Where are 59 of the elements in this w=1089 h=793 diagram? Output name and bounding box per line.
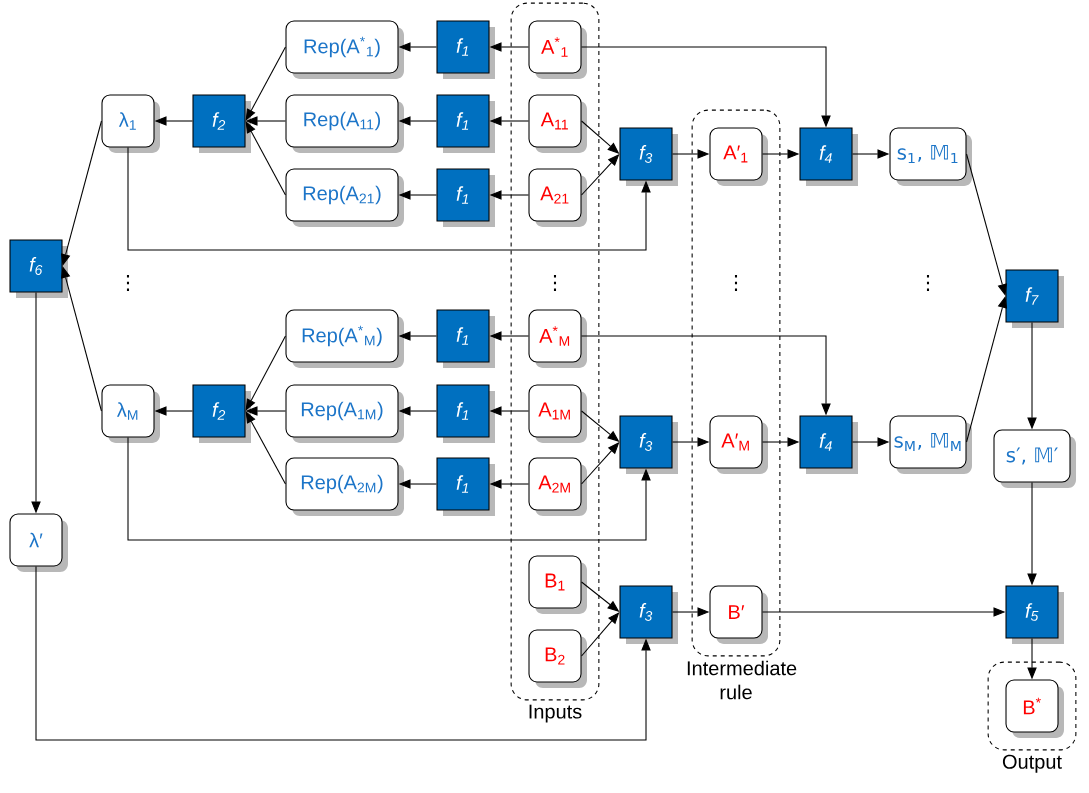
representation-box: Rep(A$^{*}$$_{M}$) [285,309,404,368]
arrow [245,335,286,411]
ellipsis-dots: ⋮ [734,274,738,292]
representation-box: Rep(A$_{21}$) [285,168,404,227]
function-box: f$_{2}$ [192,384,251,443]
function-box: f$_{2}$ [192,94,251,153]
function-box: f$_{3}$ [619,585,678,644]
node-label: Output [1002,754,1062,773]
arrow [245,46,286,121]
arrow [245,411,286,485]
function-box: f$_{7}$ [1005,269,1064,328]
rule-box: A$^{*}$1 [528,20,587,79]
function-box: f$_{4}$ [799,415,858,474]
function-box: f$_{1}$ [436,94,495,153]
rule-box: A$_{2M}$ [528,457,587,516]
ellipsis-dots: ⋮ [553,274,557,292]
rule-box: A$_{11}$ [528,94,587,153]
function-box: f$_{1}$ [436,384,495,443]
rule-box: A$_{21}$ [528,168,587,227]
variable-box: λ$_{M}$ [101,384,160,443]
function-box: f$_{4}$ [799,127,858,186]
variable-box: λ′ [9,513,68,572]
arrow [966,153,1007,296]
rule-box: B$^{*}$ [1005,679,1064,738]
function-box: f$_{1}$ [436,168,495,227]
arrow [61,266,102,412]
rule-box: A$_{1M}$ [528,384,587,443]
function-box: f$_{1}$ [436,20,495,79]
variable-box: λ$_{1}$ [101,94,160,153]
ellipsis-dots: ⋮ [926,274,930,292]
rule-box: A′$_{M}$ [709,415,768,474]
arrow [245,121,286,196]
rule-box: B$_{2}$ [528,629,587,688]
rule-box: A$^{*}$M [528,309,587,368]
variable-box: s$_{M}$, 𝕄$_{M}$ [889,415,972,474]
variable-box: s$_{1}$, 𝕄$_{1}$ [889,127,972,186]
representation-box: Rep(A$_{11}$) [285,94,404,153]
function-box: f$_{1}$ [436,457,495,516]
rule-box: A′$_{1}$ [709,127,768,186]
node-label: Intermediate rule [687,660,797,700]
representation-box: Rep(A$^{*}$$_{1}$) [285,20,404,79]
arrow [35,566,651,741]
function-box: f$_{3}$ [619,127,678,186]
representation-box: Rep(A$_{1M}$) [285,384,404,443]
arrow [61,120,102,266]
representation-box: Rep(A$_{2M}$) [285,457,404,516]
rule-box: B′ [709,585,768,644]
arrow [127,147,651,251]
variable-box: s′, 𝕄′ [993,429,1076,488]
function-box: f$_{6}$ [9,239,68,298]
rule-box: B$_{1}$ [528,555,587,614]
arrow [581,612,620,657]
function-box: f$_{5}$ [1005,585,1064,644]
function-box: f$_{1}$ [436,309,495,368]
ellipsis-dots: ⋮ [126,274,129,292]
node-label: Inputs [529,704,582,723]
arrow [581,442,620,485]
arrow [127,437,651,541]
function-box: f$_{3}$ [619,415,678,474]
